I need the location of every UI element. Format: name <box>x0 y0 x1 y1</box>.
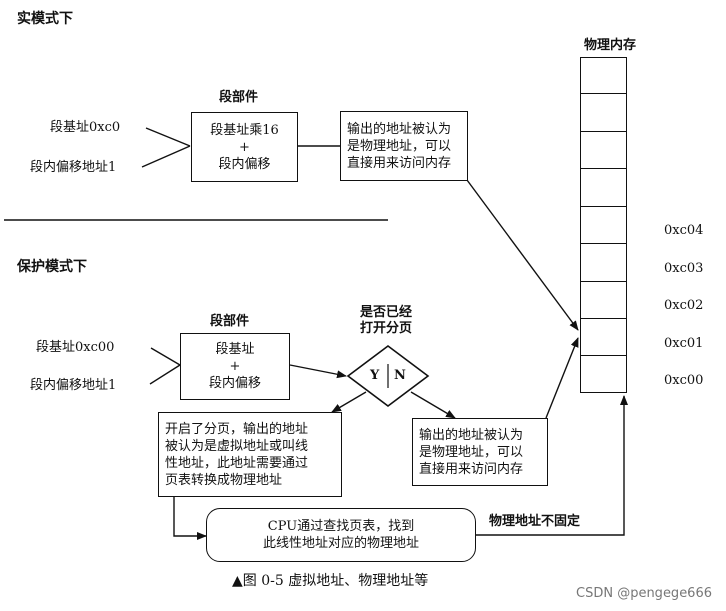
memory-cell <box>581 131 626 132</box>
memory-address-0xc02: 0xc02 <box>664 298 704 313</box>
paging-off-to-memory-arrow <box>545 337 579 419</box>
protected-unit-line-2: + <box>229 359 241 374</box>
paging-on-line-3: 性地址，此地址需要通过 <box>165 455 309 471</box>
paging-on-line-1: 开启了分页，输出的地址 <box>165 421 309 437</box>
protected-segment-unit-box: 段基址 + 段内偏移 <box>180 333 290 400</box>
real-segment-offset-label: 段内偏移地址1 <box>30 160 117 175</box>
paging-off-line-1: 输出的地址被认为 <box>419 427 524 443</box>
memory-cell <box>581 355 626 356</box>
real-output-to-memory-arrow <box>466 179 579 331</box>
yes-branch-arrow <box>331 391 367 413</box>
paging-on-line-4: 页表转换成物理地址 <box>165 472 283 488</box>
real-unit-line-3: 段内偏移 <box>218 156 271 172</box>
address-not-fixed-label: 物理地址不固定 <box>489 514 581 529</box>
real-offset-line <box>141 145 191 168</box>
memory-address-0xc04: 0xc04 <box>664 223 704 238</box>
real-unit-line-1: 段基址乘16 <box>210 122 279 138</box>
memory-title: 物理内存 <box>584 38 637 53</box>
paging-question-line-2: 打开分页 <box>360 321 413 336</box>
real-base-line <box>145 127 191 147</box>
real-output-line-2: 是物理地址，可以 <box>347 138 452 154</box>
protected-segment-base-label: 段基址0xc00 <box>36 340 115 355</box>
real-segment-unit-box: 段基址乘16 + 段内偏移 <box>191 112 298 182</box>
paging-on-to-cpu-arrow <box>173 496 207 540</box>
memory-cell <box>581 93 626 94</box>
protected-segment-offset-label: 段内偏移地址1 <box>30 378 117 393</box>
protected-unit-title: 段部件 <box>210 314 250 329</box>
paging-on-box: 开启了分页，输出的地址 被认为是虚拟地址或叫线 性地址，此地址需要通过 页表转换… <box>158 412 342 497</box>
decision-yes-label: Y <box>370 368 380 383</box>
real-output-line-3: 直接用来访问内存 <box>347 155 452 171</box>
real-unit-title: 段部件 <box>219 90 259 105</box>
real-segment-base-label: 段基址0xc0 <box>50 120 121 135</box>
figure-caption: ▲图 0-5 虚拟地址、物理地址等 <box>232 573 429 589</box>
real-unit-line-2: + <box>239 139 250 155</box>
memory-cell <box>581 281 626 282</box>
paging-off-line-3: 直接用来访问内存 <box>419 461 524 477</box>
paging-off-box: 输出的地址被认为 是物理地址，可以 直接用来访问内存 <box>412 418 548 486</box>
physical-memory-column <box>580 57 627 393</box>
memory-cell <box>581 318 626 319</box>
protected-unit-line-3: 段内偏移 <box>208 376 261 391</box>
decision-no-label: N <box>394 368 406 383</box>
prot-unit-to-decision-arrow <box>289 364 347 379</box>
paging-on-line-2: 被认为是虚拟地址或叫线 <box>165 438 309 454</box>
cpu-lookup-line-2: 此线性地址对应的物理地址 <box>262 536 419 551</box>
memory-cell <box>581 243 626 244</box>
real-output-line-1: 输出的地址被认为 <box>347 121 452 137</box>
cpu-lookup-line-1: CPU通过查找页表，找到 <box>267 519 415 534</box>
no-branch-arrow <box>410 391 456 419</box>
cpu-to-memory-arrow <box>476 395 628 536</box>
watermark: CSDN @pengege666 <box>576 586 712 601</box>
paging-question-line-1: 是否已经 <box>360 305 413 320</box>
memory-address-0xc03: 0xc03 <box>664 261 704 276</box>
protected-mode-title: 保护模式下 <box>17 259 87 275</box>
paging-question: 是否已经 打开分页 <box>360 305 412 337</box>
real-mode-title: 实模式下 <box>17 11 73 27</box>
memory-address-0xc00: 0xc00 <box>664 373 704 388</box>
prot-base-line <box>150 347 181 366</box>
memory-address-0xc01: 0xc01 <box>664 336 704 351</box>
memory-cell <box>581 168 626 169</box>
cpu-lookup-box: CPU通过查找页表，找到 此线性地址对应的物理地址 <box>206 508 476 562</box>
prot-offset-line <box>149 364 181 385</box>
real-output-box: 输出的地址被认为 是物理地址，可以 直接用来访问内存 <box>340 111 468 181</box>
protected-unit-line-1: 段基址 <box>215 342 255 357</box>
memory-cell <box>581 206 626 207</box>
paging-off-line-2: 是物理地址，可以 <box>419 444 524 460</box>
